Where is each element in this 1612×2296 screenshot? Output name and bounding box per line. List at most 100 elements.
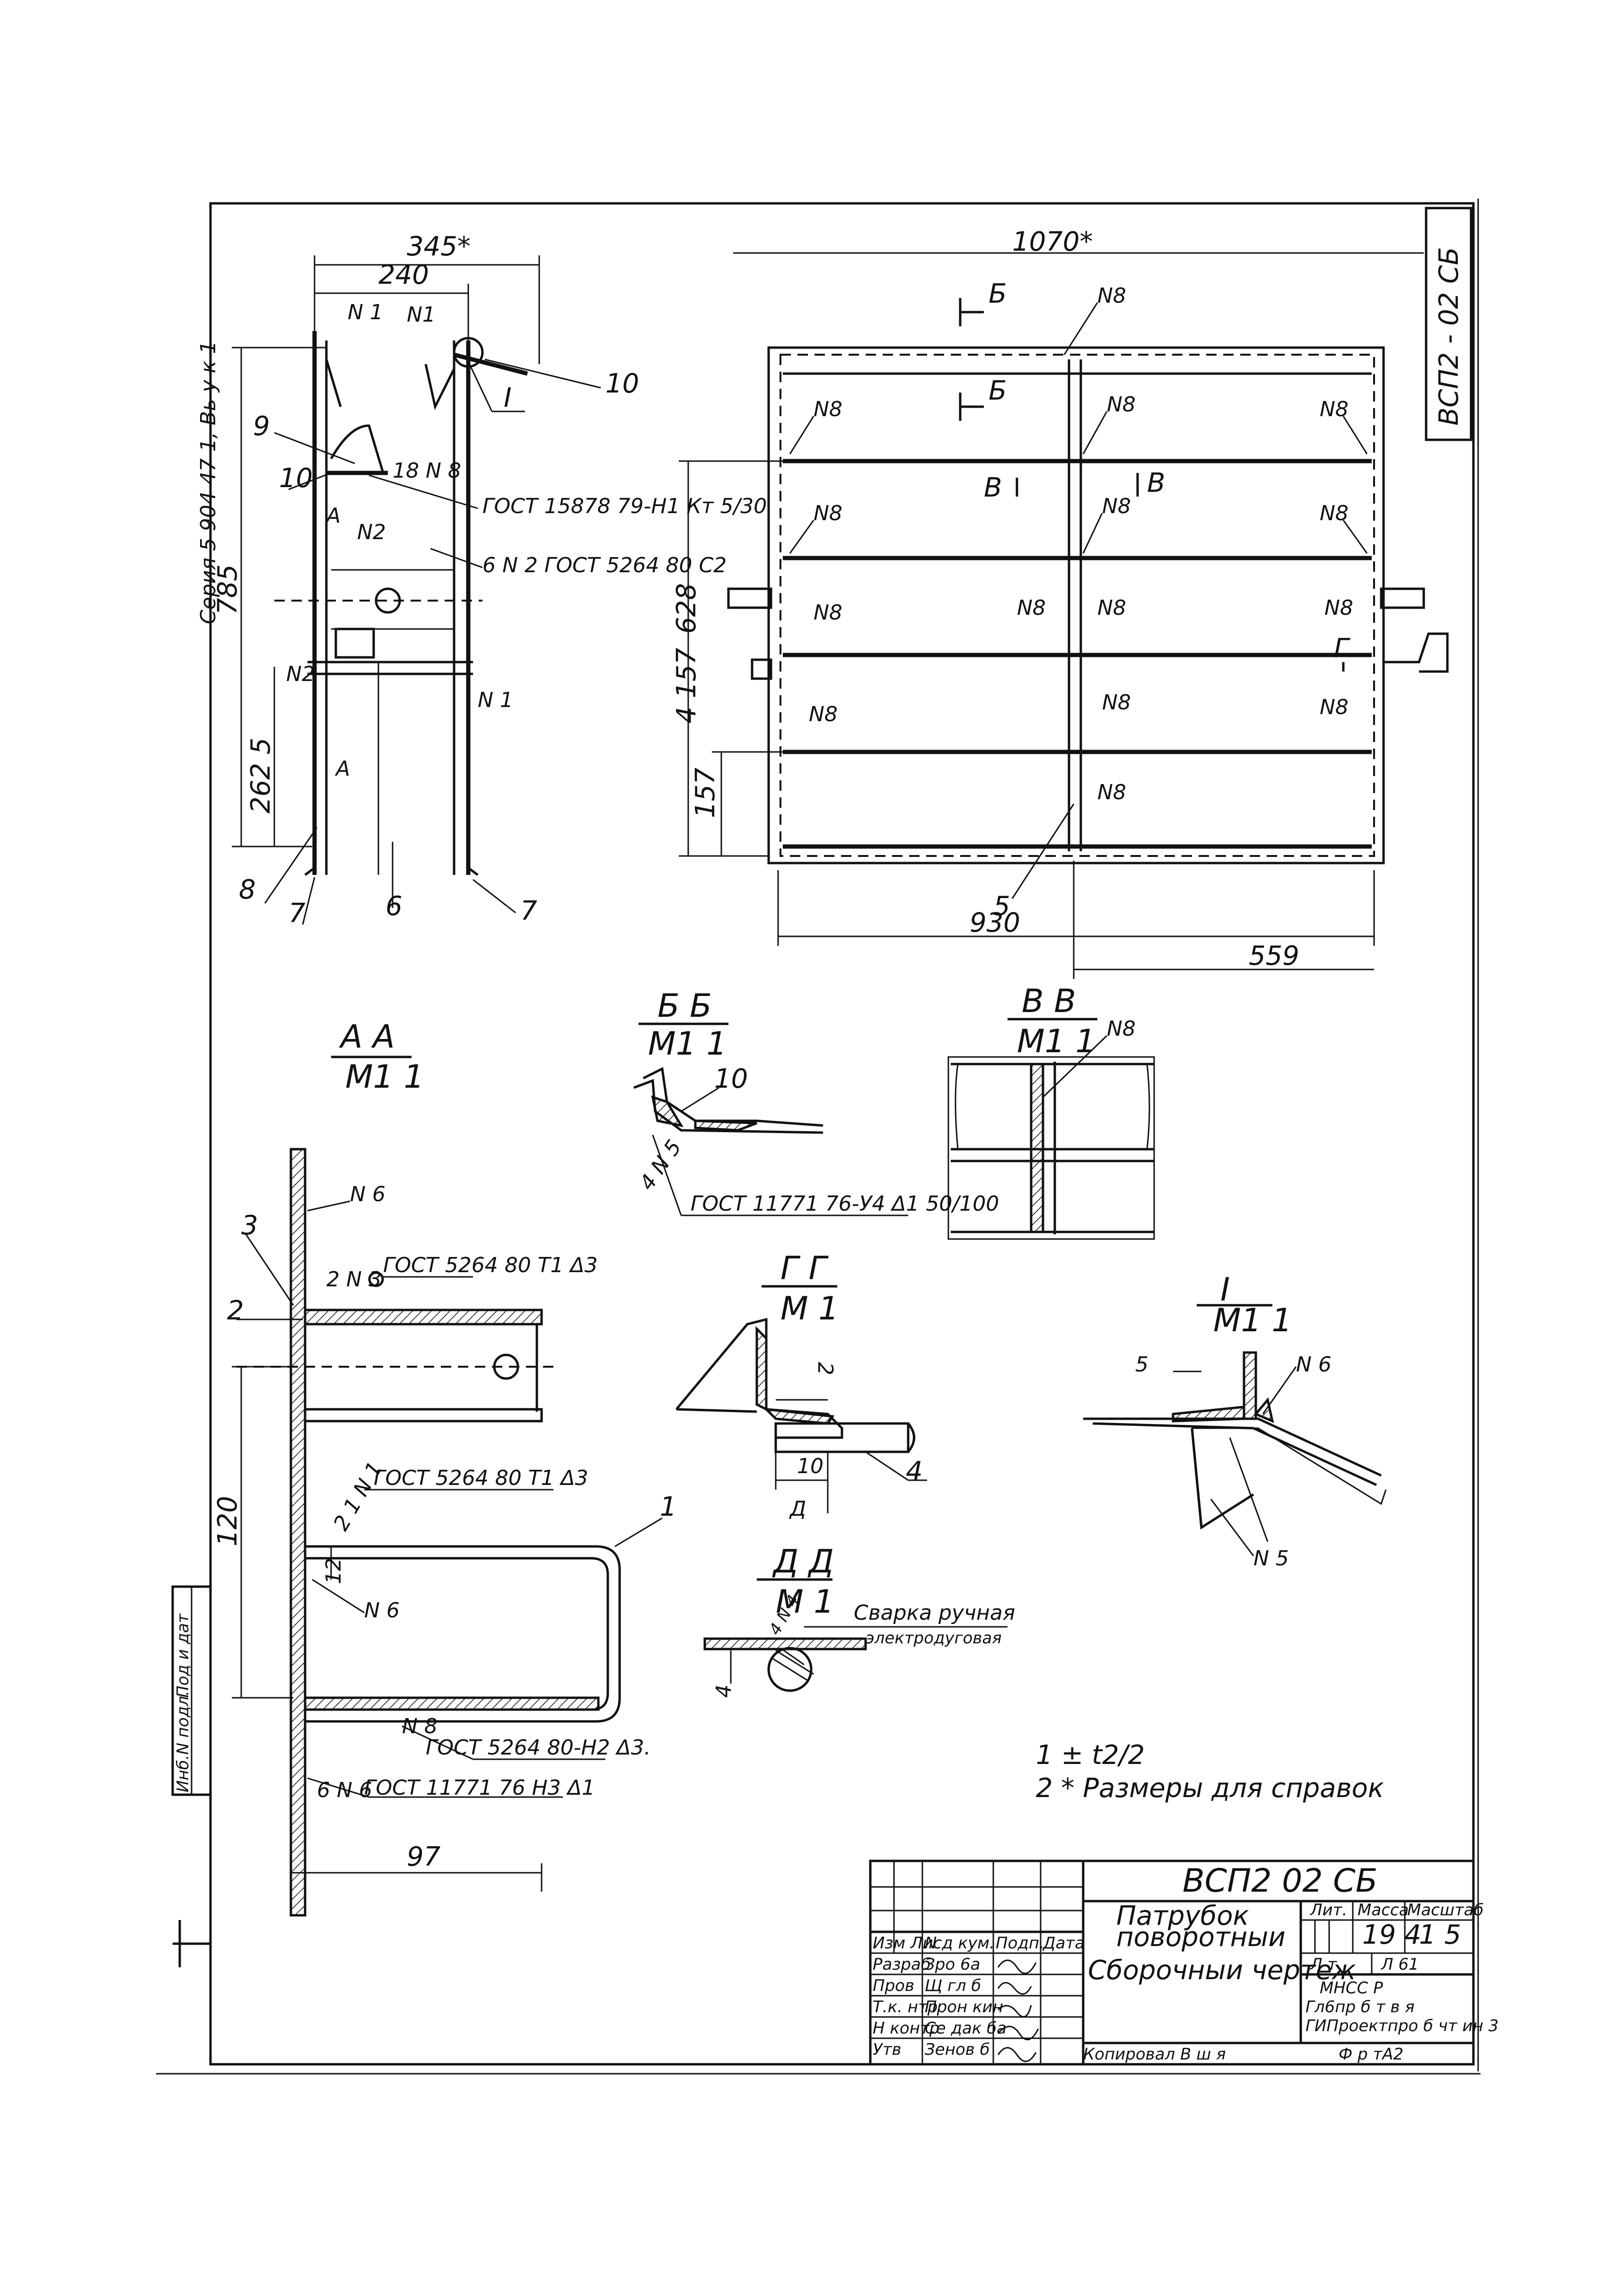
dim-10-gg: 10: [797, 1454, 824, 1478]
weld-n8-15: N8: [1097, 780, 1126, 804]
weld-n8-5: N8: [814, 501, 842, 525]
section-DD: Д Д М 1 4 4 N 4 Сварка ручная электродуг…: [703, 1543, 1015, 1698]
section-I-title: I: [1220, 1271, 1230, 1309]
callout-10: 10: [279, 463, 313, 494]
gost-a: ГОСТ 5264 80 Т1 Δ3: [383, 1253, 598, 1277]
series-label: Серия 5 904 47 1, Вь у к 1: [196, 341, 220, 624]
weld-n1-a: N 1: [348, 300, 383, 324]
stamp-name-2: поворотныи: [1116, 1922, 1286, 1953]
stamp-doc-type: Сборочныи чертеж: [1088, 1955, 1356, 1986]
weld-note-2: электродуговая: [866, 1629, 1002, 1648]
dim-2625: 262 5: [245, 738, 276, 813]
dim-345: 345*: [407, 231, 471, 262]
stamp-row-role: Изм Лис: [873, 1934, 942, 1953]
section-AA-scale: М1 1: [345, 1058, 424, 1096]
stamp-lit-header: Лит.: [1309, 1901, 1347, 1920]
dim-2-gg: 2: [813, 1362, 837, 1375]
left-view-callouts: 10 I 9 10 8 7 6 7 N 1 N1 18 N 8 ГОСТ 158…: [239, 300, 767, 929]
notes: 1 ± t2/2 2 * Размеры для справок: [1036, 1740, 1384, 1804]
signature-2: [997, 1982, 1032, 1995]
section-BB-scale: М1 1: [648, 1025, 727, 1063]
stamp-row-sign: Подп.: [996, 1934, 1044, 1953]
stamp-row-date: Дата: [1042, 1934, 1085, 1953]
callout-3: 3: [241, 1210, 258, 1241]
stamp-row-name: Щ гл б: [925, 1976, 981, 1995]
stamp-sheet: Л т: [1309, 1955, 1337, 1974]
gost-bb: ГОСТ 11771 76-У4 Δ1 50/100: [691, 1192, 999, 1216]
callout-10-top: 10: [605, 368, 639, 399]
stamp-row-name: Прон кин: [925, 1998, 1003, 2017]
dim-1070: 1070*: [1012, 227, 1093, 257]
section-AA: А А М1 1 120 12 97 3 2 1 N 6 2 N 3 ГОСТ …: [212, 1018, 677, 1917]
section-I: I М1 1 5 N 6 N 5: [1083, 1271, 1387, 1571]
weld-note: Сварка ручная: [854, 1601, 1015, 1625]
dim-97: 97: [407, 1842, 441, 1872]
weld-n2: N2: [357, 520, 386, 544]
dim-240: 240: [378, 260, 429, 290]
callout-8: 8: [239, 874, 256, 905]
signature-3: [997, 2005, 1032, 2018]
gost-d: ГОСТ 11771 76 Н3 Δ1: [364, 1776, 595, 1800]
side-strip-label-1: Инб.N подл.: [174, 1691, 193, 1792]
callout-9: 9: [253, 411, 270, 442]
section-VV-scale: М1 1: [1017, 1023, 1096, 1060]
front-view-callouts: Б Б В В Г 5 N8 N8 N8 N8 N8 N8 N8 N8 N8 N…: [789, 279, 1368, 922]
weld-n8-12: N8: [809, 702, 838, 726]
gost-note-1: ГОСТ 15878 79-Н1 Кт 5/30: [482, 494, 767, 518]
callout-4: 4: [906, 1456, 923, 1487]
callout-I: I: [504, 383, 512, 413]
stamp-row-name: Зро 6а: [925, 1955, 980, 1974]
callout-2: 2: [227, 1295, 244, 1326]
callout-10-bb: 10: [714, 1064, 748, 1094]
callout-1: 1: [660, 1492, 677, 1522]
front-view-dimensions: 1070* 930 559 4 157 628 157: [671, 227, 1424, 979]
note-2: 2 * Размеры для справок: [1036, 1773, 1384, 1804]
section-DD-scale: М 1: [776, 1583, 834, 1621]
dim-4-dd: 4: [712, 1685, 736, 1698]
gost-b: ГОСТ 5264 80 Т1 Δ3: [374, 1466, 588, 1490]
left-side-view: [274, 331, 528, 876]
section-GG-title: Г Г: [780, 1250, 829, 1287]
section-A-top: А: [325, 504, 341, 528]
stamp-designation: ВСП2 02 СБ: [1183, 1862, 1377, 1900]
callout-6: 6: [385, 891, 403, 922]
callout-7b: 7: [520, 896, 537, 926]
signature-1: [997, 1959, 1037, 1974]
section-mark-B-top: Б: [989, 279, 1007, 309]
corner-tag: ВСП2 - 02 СБ: [1425, 207, 1472, 441]
stamp-copied: Копировал В ш я: [1083, 2045, 1226, 2064]
stamp-row-name: N д кум.: [925, 1934, 995, 1953]
section-I-scale: М1 1: [1213, 1302, 1292, 1339]
dim-930: 930: [970, 908, 1020, 938]
section-VV-title: В В: [1022, 983, 1076, 1020]
gost-note-2: 6 N 2 ГОСТ 5264 80 С2: [482, 553, 727, 577]
stamp-row-role: Разраб: [873, 1955, 931, 1974]
weld-n8-1: N8: [1097, 284, 1126, 308]
section-mark-V-right: В: [1147, 468, 1165, 498]
weld-n5-I: N 5: [1253, 1546, 1289, 1571]
weld-n8-11: N8: [1324, 596, 1353, 620]
weld-n1-c: N 1: [478, 688, 513, 712]
signature-4: [997, 2025, 1039, 2041]
stamp-scale-header: Масштаб: [1407, 1901, 1484, 1920]
stamp-row-role: Пров: [873, 1976, 914, 1995]
sheet-frame: [156, 199, 1481, 2075]
section-mark-G: Г: [1334, 633, 1350, 664]
dim-12: 12: [322, 1558, 346, 1584]
weld-n1-b: N1: [407, 303, 436, 327]
title-block: ВСП2 02 СБ Патрубок поворотныи Сборочныи…: [869, 1859, 1498, 2066]
note-1: 1 ± t2/2: [1036, 1740, 1145, 1771]
signature-5: [997, 2047, 1037, 2062]
corner-tag-text: ВСП2 - 02 СБ: [1434, 247, 1464, 426]
weld-4n5: 4 N 5: [635, 1135, 686, 1195]
front-view: [727, 346, 1449, 864]
weld-n8-13: N8: [1102, 690, 1131, 715]
section-mark-V-left: В: [984, 472, 1002, 503]
stamp-mass-value: 19 4: [1362, 1920, 1421, 1950]
stamp-row-role: Утв: [873, 2040, 902, 2059]
weld-n6-b: N 6: [364, 1598, 400, 1623]
dim-559: 559: [1249, 941, 1299, 971]
weld-n8-6: N8: [1102, 494, 1131, 518]
stamp-rows: Изм Лис N д кум. Подп. Дата Разраб Зро 6…: [873, 1934, 1085, 2059]
dim-120: 120: [212, 1496, 243, 1546]
